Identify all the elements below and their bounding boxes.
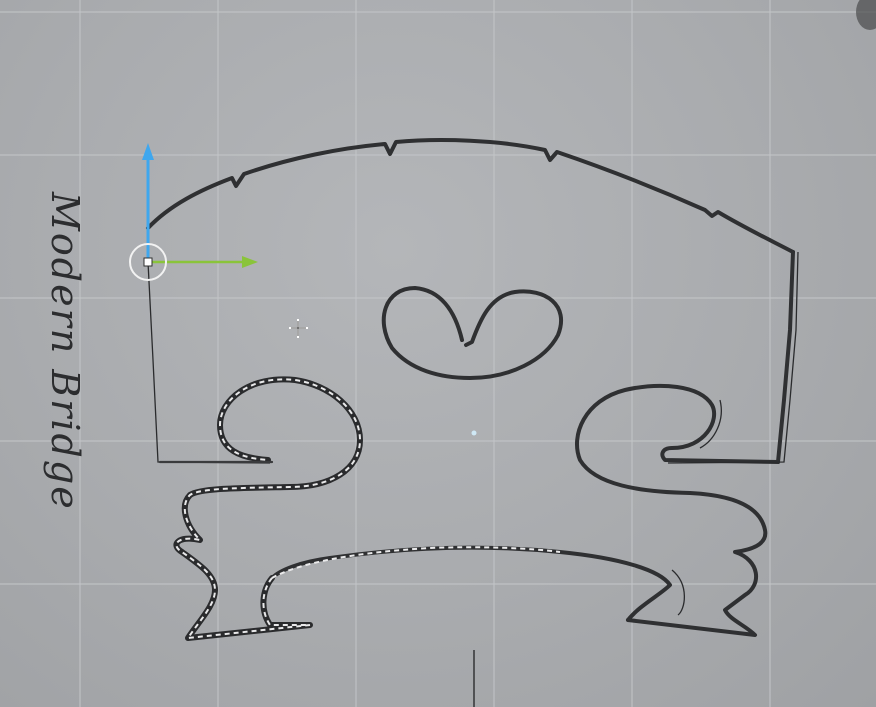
mesh-edge-right-curl (699, 399, 722, 449)
bridge-right-side (776, 250, 795, 464)
circle-pivot-icon[interactable] (129, 243, 167, 281)
bridge-bottom-arch (270, 545, 672, 622)
reference-handwritten-label: Modern Bridge (30, 170, 90, 511)
crosshair-move-icon (289, 319, 308, 338)
mesh-edge-right-foot (671, 569, 686, 616)
corner-shadow (856, 0, 876, 30)
bridge-right-foot (575, 383, 780, 637)
mesh-edge-right (667, 251, 799, 464)
gizmo-y-arrow-icon[interactable] (142, 143, 154, 160)
origin-marker (471, 430, 477, 436)
reference-sketch (146, 138, 799, 641)
transform-gizmo[interactable] (129, 143, 258, 281)
bridge-top-arch (146, 138, 795, 254)
bridge-heart-cutout (381, 286, 564, 380)
bridge-left-foot-dashed-trace (175, 378, 362, 640)
gizmo-x-arrow-icon[interactable] (242, 256, 258, 268)
selected-vertex[interactable] (143, 257, 153, 267)
mesh-edge-left (147, 261, 271, 464)
bridge-bottom-dashed-trace (271, 546, 561, 579)
handwritten-label-text: Modern Bridge (43, 192, 87, 511)
bridge-left-foot-outline (173, 376, 363, 641)
